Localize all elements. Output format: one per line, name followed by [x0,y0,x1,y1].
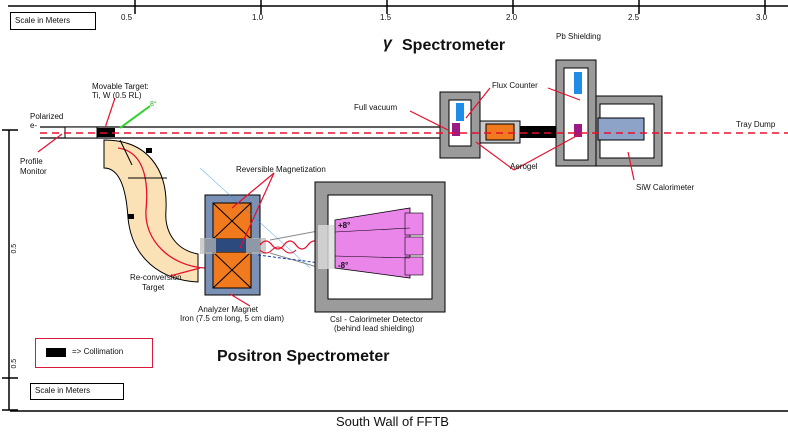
siw-calorimeter-label: SiW Calorimeter [636,183,695,192]
top-tick-3-0: 3.0 [756,13,768,22]
polarized-label: Polarized [30,112,64,121]
angle-minus-8-label: -8° [338,261,349,270]
target-angle-line [119,105,151,129]
top-tick-1-5: 1.5 [380,13,392,22]
reversible-magnetization-label: Reversible Magnetization [236,165,326,174]
analyzer-magnet [200,194,266,296]
top-tick-0-5: 0.5 [121,13,133,22]
left-tick-upper: 0.5 [11,243,19,254]
profile-monitor-label-1: Profile [20,157,43,166]
tray-dump-label: Tray Dump [736,120,776,129]
bottom-scale-label: Scale in Meters [35,386,91,395]
deflected-beam-lower [259,246,297,254]
top-scale [8,0,788,14]
target-angle-label: 8° [150,101,157,108]
bottom-scale-label-box: Scale in Meters [30,383,124,400]
movable-target-label-2: Ti, W (0.5 RL) [92,91,142,100]
angle-plus-8-label: +8° [338,221,351,230]
aerogel-label: Aerogel [510,162,538,171]
polarized-electron-label: e- [30,121,38,130]
left-tick-lower: 0.5 [11,358,19,369]
flux-counter-label-left: Flux Counter [492,81,538,90]
south-wall-label: South Wall of FFTB [336,414,449,429]
pb-shielding-label: Pb Shielding [556,32,601,41]
csi-calorimeter-label-2: (behind lead shielding) [334,324,415,333]
ray-blue [257,254,336,266]
analyzer-magnet-label-2: Iron (7.5 cm long, 5 cm diam) [180,314,285,323]
callout-lines [37,87,635,307]
top-tick-2-5: 2.5 [628,13,640,22]
csi-calorimeter [314,181,446,313]
top-tick-1-0: 1.0 [252,13,264,22]
top-tick-2-0: 2.0 [506,13,518,22]
gamma-spectrometer [439,59,663,167]
movable-target-label-1: Movable Target: [92,82,149,91]
gamma-spectrometer-title: Spectrometer [402,37,506,54]
top-scale-label-box: Scale in Meters [10,12,96,30]
deflected-beam [259,240,321,250]
reconversion-target-label-1: Re-conversion [130,273,182,282]
profile-monitor-label-2: Monitor [20,167,47,176]
top-scale-label: Scale in Meters [15,16,71,25]
left-scale [2,129,18,411]
csi-calorimeter-label-1: CsI - Calorimeter Detector [330,315,423,324]
collimation-swatch [46,348,66,357]
collimation-label: => Collimation [72,347,124,356]
collimation-legend: => Collimation [35,338,153,368]
reconversion-target-label-2: Target [142,283,165,292]
analyzer-magnet-label-1: Analyzer Magnet [198,305,259,314]
positron-bend [103,139,206,283]
reference-ray [199,167,311,269]
positron-spectrometer-title: Positron Spectrometer [217,348,390,365]
gamma-symbol: γ [383,35,392,52]
full-vacuum-label: Full vacuum [354,103,398,112]
